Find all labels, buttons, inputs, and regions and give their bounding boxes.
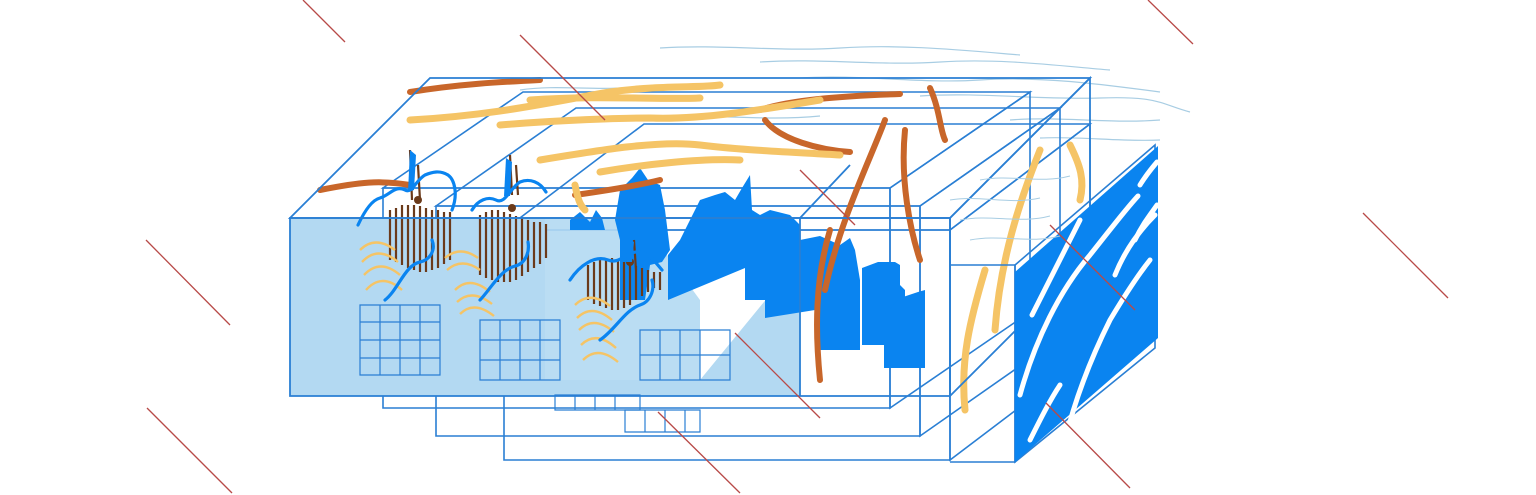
outer-box-frame — [287, 75, 1093, 399]
floor-arcs — [359, 241, 619, 363]
red-diagonal-lines — [145, 0, 1449, 494]
floor-tile-grids — [359, 304, 731, 433]
blue-ribbons — [356, 170, 664, 342]
skyline-block-3[interactable] — [765, 236, 860, 350]
right-blue-side-face — [1015, 146, 1160, 462]
blue-flags — [408, 150, 634, 262]
skyline-block-5[interactable] — [884, 290, 925, 368]
skyline-block-6[interactable] — [570, 210, 605, 230]
blue-skyline-blocks[interactable] — [570, 168, 925, 368]
light-orange-curves — [406, 81, 1086, 414]
skyline-block-1[interactable] — [615, 168, 670, 300]
right-top-wavy-lines — [949, 175, 1071, 241]
